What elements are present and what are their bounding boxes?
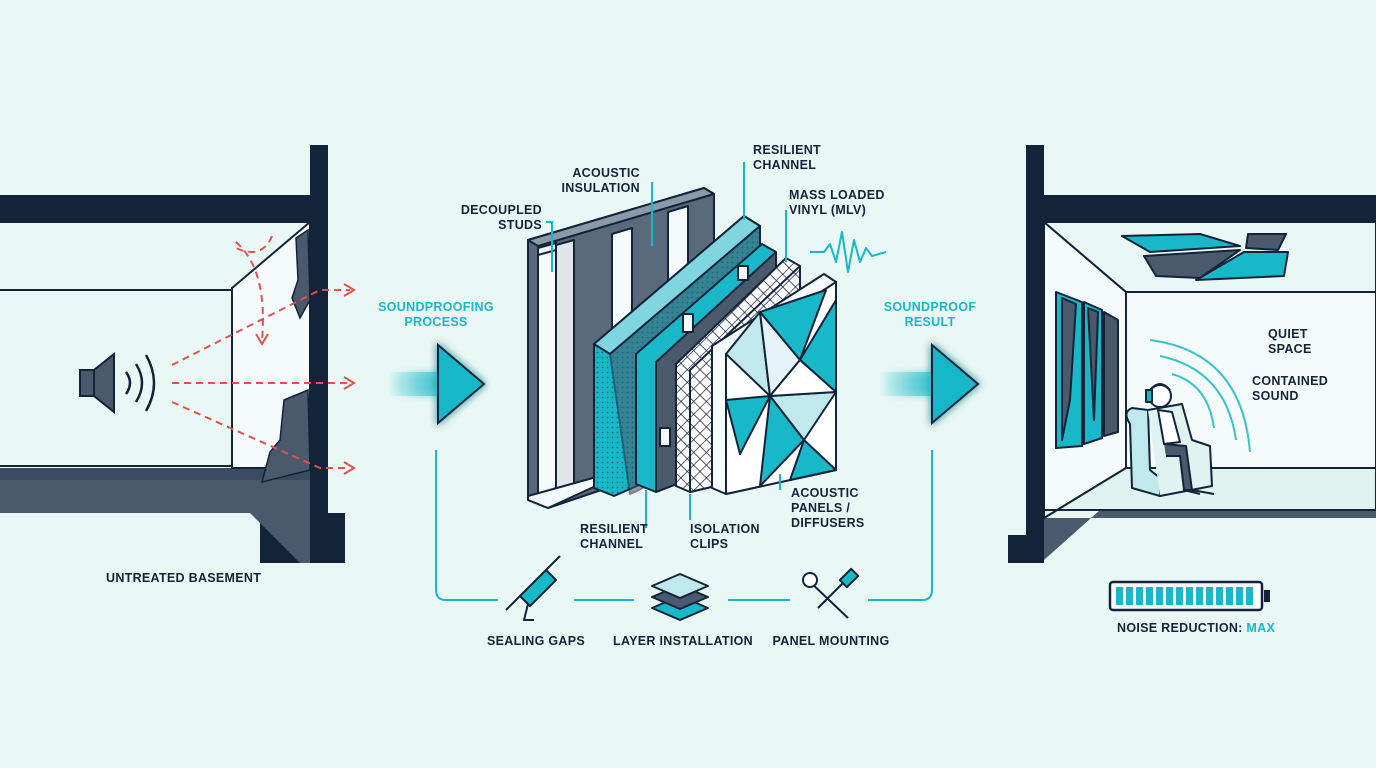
- meter-segment: [1206, 587, 1213, 605]
- isolation-clips-label: ISOLATION CLIPS: [690, 522, 760, 551]
- meter-segment: [1186, 587, 1193, 605]
- meter-segment: [1126, 587, 1133, 605]
- acoustic-insulation-label: ACOUSTIC INSULATION: [561, 166, 640, 195]
- sound-wave-icon: [810, 231, 887, 273]
- acoustic-panels-label: ACOUSTIC PANELS / DIFFUSERS: [791, 486, 865, 530]
- caulk-gun-icon: [505, 555, 561, 621]
- meter-segment: [1246, 587, 1253, 605]
- meter-segment: [1216, 587, 1223, 605]
- soundproofing-process-label: SOUNDPROOFING PROCESS: [378, 300, 494, 329]
- wall-panels: [1055, 291, 1119, 449]
- meter-segment: [1176, 587, 1183, 605]
- step-panel-mounting-label: PANEL MOUNTING: [772, 634, 890, 648]
- meter-segment: [1196, 587, 1203, 605]
- person-listening-icon: [1125, 383, 1215, 497]
- noise-reduction-meter: [1108, 580, 1270, 612]
- meter-segment: [1146, 587, 1153, 605]
- result-arrow: [880, 342, 980, 426]
- meter-segment: [1236, 587, 1243, 605]
- meter-segment: [1116, 587, 1123, 605]
- untreated-basement-label: UNTREATED BASEMENT: [106, 571, 262, 585]
- meter-segment: [1166, 587, 1173, 605]
- resilient-channel-top-label: RESILIENT CHANNEL: [753, 143, 821, 172]
- ceiling-panels: [1121, 233, 1289, 281]
- meter-segment: [1156, 587, 1163, 605]
- meter-fill: [1116, 587, 1253, 605]
- wrench-screwdriver-icon: [802, 567, 860, 619]
- step-layer-installation-label: LAYER INSTALLATION: [613, 634, 753, 648]
- sound-leak-arrows: [171, 235, 350, 469]
- step-sealing-gaps-label: SEALING GAPS: [486, 634, 586, 648]
- untreated-basement-scene: [0, 145, 356, 563]
- soundproof-room-scene: [1008, 145, 1376, 563]
- layers-stack-icon: [651, 573, 709, 621]
- soundproof-result-label: SOUNDPROOF RESULT: [883, 300, 977, 329]
- noise-reduction-caption: NOISE REDUCTION: MAX: [1117, 621, 1275, 636]
- noise-reduction-value: MAX: [1246, 621, 1276, 635]
- resilient-channel-bottom-label: RESILIENT CHANNEL: [580, 522, 648, 551]
- mass-loaded-vinyl-label: MASS LOADED VINYL (MLV): [789, 188, 885, 217]
- meter-segment: [1226, 587, 1233, 605]
- meter-segment: [1136, 587, 1143, 605]
- process-arrow: [388, 342, 486, 426]
- callout-leaders: [546, 162, 787, 528]
- contained-sound-arcs: [1149, 339, 1251, 453]
- quiet-space-label: QUIET SPACE: [1268, 327, 1312, 356]
- decoupled-studs-label: DECOUPLED STUDS: [460, 203, 542, 232]
- process-steps-connector: [435, 450, 933, 601]
- noise-reduction-label: NOISE REDUCTION:: [1117, 621, 1247, 635]
- acoustic-panel-layer: [711, 273, 837, 495]
- contained-sound-label: CONTAINED SOUND: [1252, 374, 1329, 403]
- wall-assembly: [527, 187, 887, 509]
- speaker-icon: [79, 351, 156, 415]
